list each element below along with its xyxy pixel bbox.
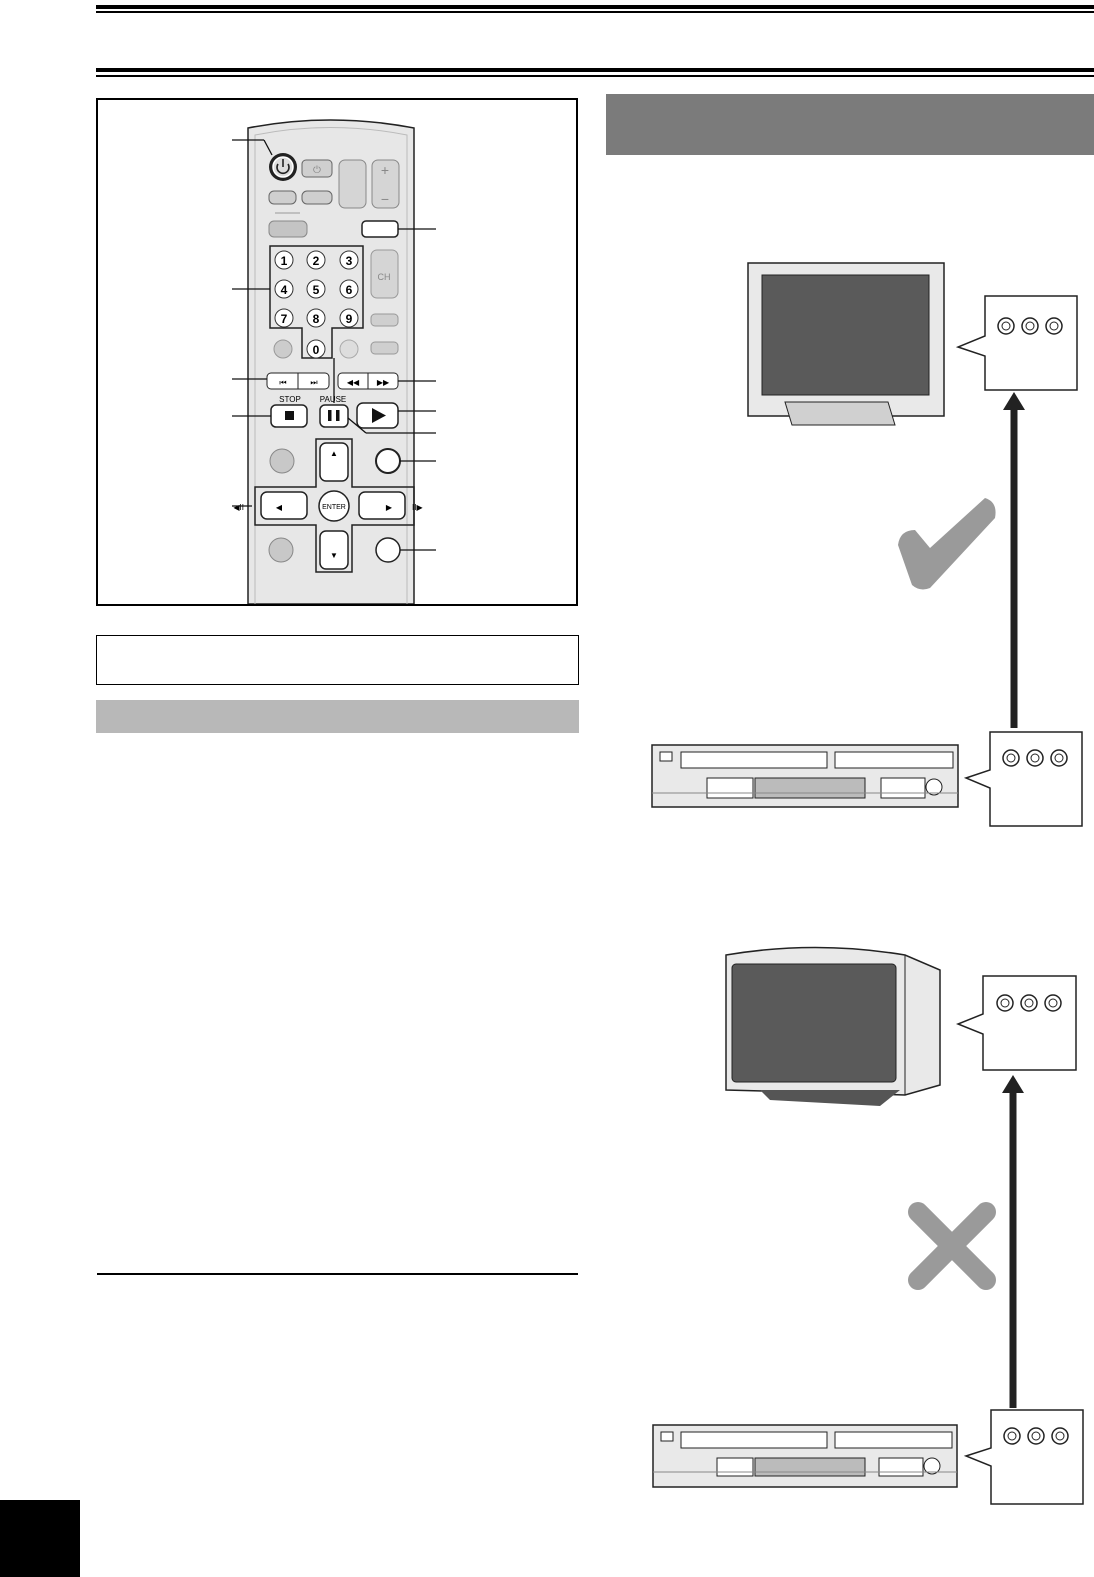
section-rule-2: [96, 75, 1094, 77]
digit-3: 3: [346, 254, 353, 268]
svg-text:II▶: II▶: [412, 503, 423, 512]
note-box: [96, 635, 579, 685]
svg-text:▶: ▶: [386, 503, 393, 512]
connection-diagrams: [651, 262, 1084, 1505]
footnote-rule: [97, 1273, 578, 1275]
crt-tv-icon: [725, 946, 941, 1106]
recorder-terminal-callout-2: [963, 1409, 1084, 1505]
svg-text:−: −: [381, 191, 389, 207]
top-rule-1: [96, 5, 1094, 9]
power-button-icon: [269, 153, 297, 181]
svg-text:◀: ◀: [276, 503, 283, 512]
dvd-vcr-recorder-icon: [651, 744, 959, 808]
crt-terminal-callout: [955, 975, 1077, 1071]
cross-mark-icon: [908, 1202, 996, 1290]
digit-7: 7: [281, 312, 288, 326]
section-heading-bar: [96, 700, 579, 733]
digit-4: 4: [281, 283, 288, 297]
digit-8: 8: [313, 312, 320, 326]
digit-0: 0: [313, 343, 320, 357]
stop-label: STOP: [279, 395, 301, 404]
svg-text:▼: ▼: [330, 551, 338, 560]
svg-text:◀II: ◀II: [233, 503, 244, 512]
svg-text:⏻: ⏻: [313, 165, 321, 176]
check-mark-icon: [898, 498, 996, 590]
arrow-up-icon-2: [1002, 1075, 1024, 1093]
flat-panel-tv-icon: [747, 262, 945, 426]
numeric-keypad: 1 2 3 4 5 6 7 8 9 0: [274, 250, 359, 359]
digit-1: 1: [281, 254, 288, 268]
section-rule-1: [96, 68, 1094, 72]
right-section-header: [606, 94, 1094, 155]
arrow-up-icon: [1003, 392, 1025, 410]
svg-text:⏮: ⏮: [279, 378, 286, 387]
svg-text:▶▶: ▶▶: [377, 378, 390, 387]
ch-label: CH: [378, 272, 391, 282]
digit-2: 2: [313, 254, 320, 268]
digit-9: 9: [346, 312, 353, 326]
svg-text:+: +: [381, 162, 389, 178]
remote-control-drawing: ⏻ + − 1 2 3 4 5 6 7 8 9: [232, 119, 436, 605]
svg-text:▲: ▲: [330, 449, 338, 458]
tv-terminal-callout: [955, 295, 1078, 391]
remote-illustration-panel: ⏻ + − 1 2 3 4 5 6 7 8 9: [96, 98, 578, 606]
enter-label: ENTER: [322, 504, 346, 511]
digit-6: 6: [346, 283, 353, 297]
callout-lines: [232, 139, 436, 551]
pause-label: PAUSE: [320, 395, 347, 404]
svg-text:◀◀: ◀◀: [347, 378, 360, 387]
svg-text:⏭: ⏭: [310, 378, 317, 387]
top-rule-2: [96, 11, 1094, 13]
dvd-vcr-recorder-icon-2: [652, 1424, 958, 1488]
page-number-tab: [0, 1500, 80, 1577]
recorder-terminal-callout: [963, 731, 1083, 827]
digit-5: 5: [313, 283, 320, 297]
